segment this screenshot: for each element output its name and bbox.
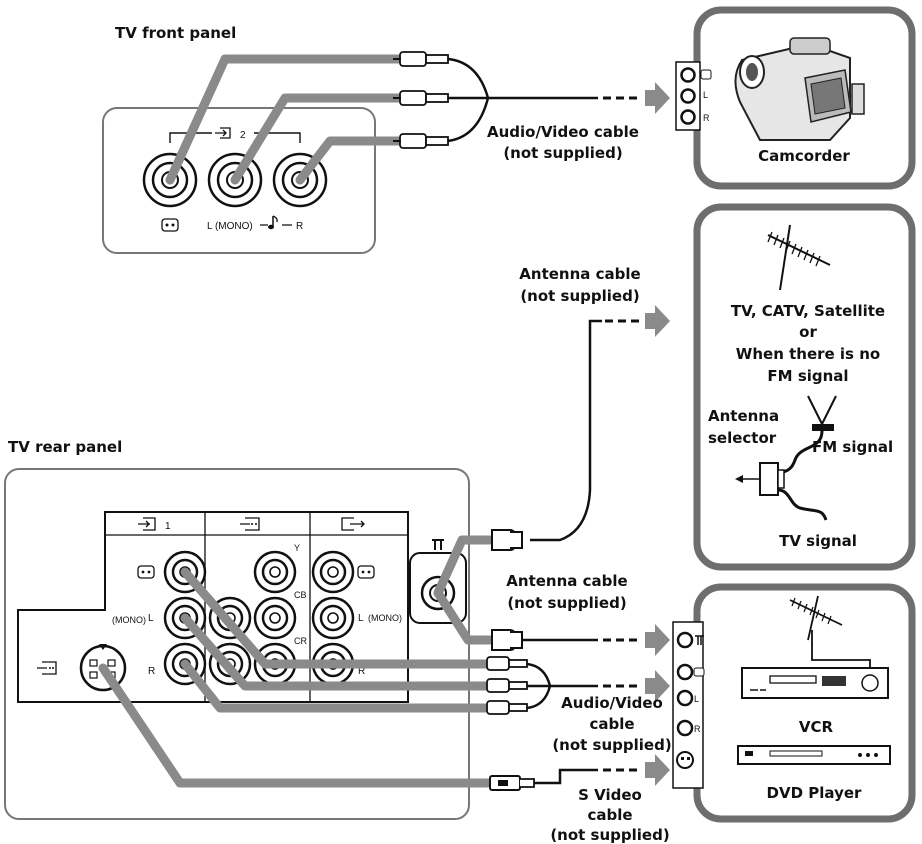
front-left-cable — [230, 93, 403, 185]
rear-input-number: 1 — [165, 521, 171, 532]
rear-input1-icon — [138, 517, 156, 531]
antenna-cable-to-source — [433, 535, 495, 598]
tv-signal-label: TV signal — [779, 532, 857, 550]
svg-text:R: R — [148, 666, 155, 677]
svideo-cable-label-3: (not supplied) — [550, 826, 669, 844]
svideo-wire — [534, 768, 598, 785]
front-video-cable — [165, 54, 403, 185]
dvd-player-label: DVD Player — [767, 784, 862, 802]
svideo-plug — [489, 775, 535, 791]
vcr-antenna-icon — [789, 595, 871, 668]
audio-note-icon — [260, 215, 292, 230]
tv-front-panel-title: TV front panel — [115, 24, 236, 42]
rear-component-cb-jack — [253, 596, 297, 640]
video-icon — [161, 218, 179, 232]
antenna-source-box — [693, 203, 916, 571]
arrow-av-to-vcr — [645, 670, 670, 702]
antenna-cable-mid-label-1: Antenna cable — [506, 572, 627, 590]
dvd-player-icon — [737, 745, 891, 765]
fm-signal-label: FM signal — [812, 438, 893, 456]
svideo-cable-label-2: cable — [587, 806, 632, 824]
tv-rear-panel-title: TV rear panel — [8, 438, 122, 456]
vcr-label: VCR — [799, 718, 834, 736]
svideo-input-icon — [37, 661, 57, 675]
front-audio-label-right: R — [296, 221, 303, 232]
tv-sources-label-3: When there is no — [736, 345, 880, 363]
av-cable-bottom-label-3: (not supplied) — [552, 736, 671, 754]
svg-text:R: R — [358, 666, 365, 677]
av-cable-top-label-2: (not supplied) — [503, 144, 622, 162]
front-input-number: 2 — [240, 130, 246, 141]
arrow-svideo-to-dvd — [645, 754, 670, 786]
av-cable-bottom-label-2: cable — [589, 715, 634, 733]
tv-sources-label-1: TV, CATV, Satellite — [731, 302, 885, 320]
rear-out-l-jack — [311, 596, 355, 640]
component-input-icon — [240, 517, 260, 531]
camcorder-icon — [734, 37, 865, 141]
antenna-cable-top-label-1: Antenna cable — [519, 265, 640, 283]
svg-text:CR: CR — [294, 636, 307, 646]
svg-text:L: L — [358, 613, 364, 624]
camcorder-jack-strip: L R — [675, 61, 712, 131]
arrow-to-antenna-source — [645, 305, 670, 337]
antenna-icon — [767, 224, 831, 291]
rear-component-y-jack — [253, 550, 297, 594]
antenna-cable-top-label-2: (not supplied) — [520, 287, 639, 305]
arrow-antenna-to-vcr — [645, 624, 670, 656]
rear-svideo-cable — [98, 663, 493, 788]
av-cable-bottom-label-1: Audio/Video — [561, 694, 663, 712]
antenna-plug-mid — [491, 629, 523, 651]
tv-sources-label-4: FM signal — [767, 367, 848, 385]
av-cable-top-label-1: Audio/Video cable — [487, 123, 639, 141]
svg-text:R: R — [694, 724, 701, 734]
svideo-cable-label-1: S Video — [578, 786, 642, 804]
vcr-icon — [741, 667, 889, 699]
antenna-plug-top — [491, 529, 523, 551]
antenna-cable-to-vcr — [433, 588, 495, 645]
input-arrow-icon — [215, 127, 231, 139]
monitor-output-icon — [341, 517, 365, 531]
arrow-to-camcorder — [645, 82, 670, 114]
svg-text:R: R — [703, 113, 710, 123]
rear-right-cable — [180, 659, 490, 713]
rear-mono-label-left: (MONO) — [112, 615, 146, 625]
av-plugs-bottom — [486, 656, 528, 715]
antenna-selector-label-2: selector — [708, 429, 777, 447]
rear-left-cable — [180, 613, 490, 691]
tv-front-panel — [102, 107, 376, 254]
svg-text:L: L — [694, 694, 699, 704]
front-audio-label-left: L (MONO) — [207, 221, 253, 232]
svg-text:Y: Y — [294, 543, 300, 553]
av-wire-top — [447, 57, 598, 143]
rear-mono-label-right: (MONO) — [368, 613, 402, 623]
svg-text:CB: CB — [294, 590, 307, 600]
antenna-selector-label-1: Antenna — [708, 407, 779, 425]
av-plugs-top — [393, 51, 449, 149]
antenna-cable-mid-label-2: (not supplied) — [507, 594, 626, 612]
svg-text:L: L — [703, 90, 708, 100]
rear-out-video-icon — [357, 565, 375, 579]
svg-text:L: L — [148, 613, 154, 624]
camcorder-label: Camcorder — [758, 147, 850, 165]
antenna-selector-icon — [735, 395, 837, 521]
tv-sources-label-2: or — [799, 323, 817, 341]
av-wire-bottom — [526, 662, 598, 710]
rear-video-cable — [180, 567, 490, 669]
rear-video-icon — [137, 565, 155, 579]
vcr-dvd-jack-strip: L R — [672, 621, 705, 789]
antenna-cable-top — [530, 319, 602, 542]
rear-out-video-jack — [311, 550, 355, 594]
front-right-cable — [295, 136, 403, 185]
